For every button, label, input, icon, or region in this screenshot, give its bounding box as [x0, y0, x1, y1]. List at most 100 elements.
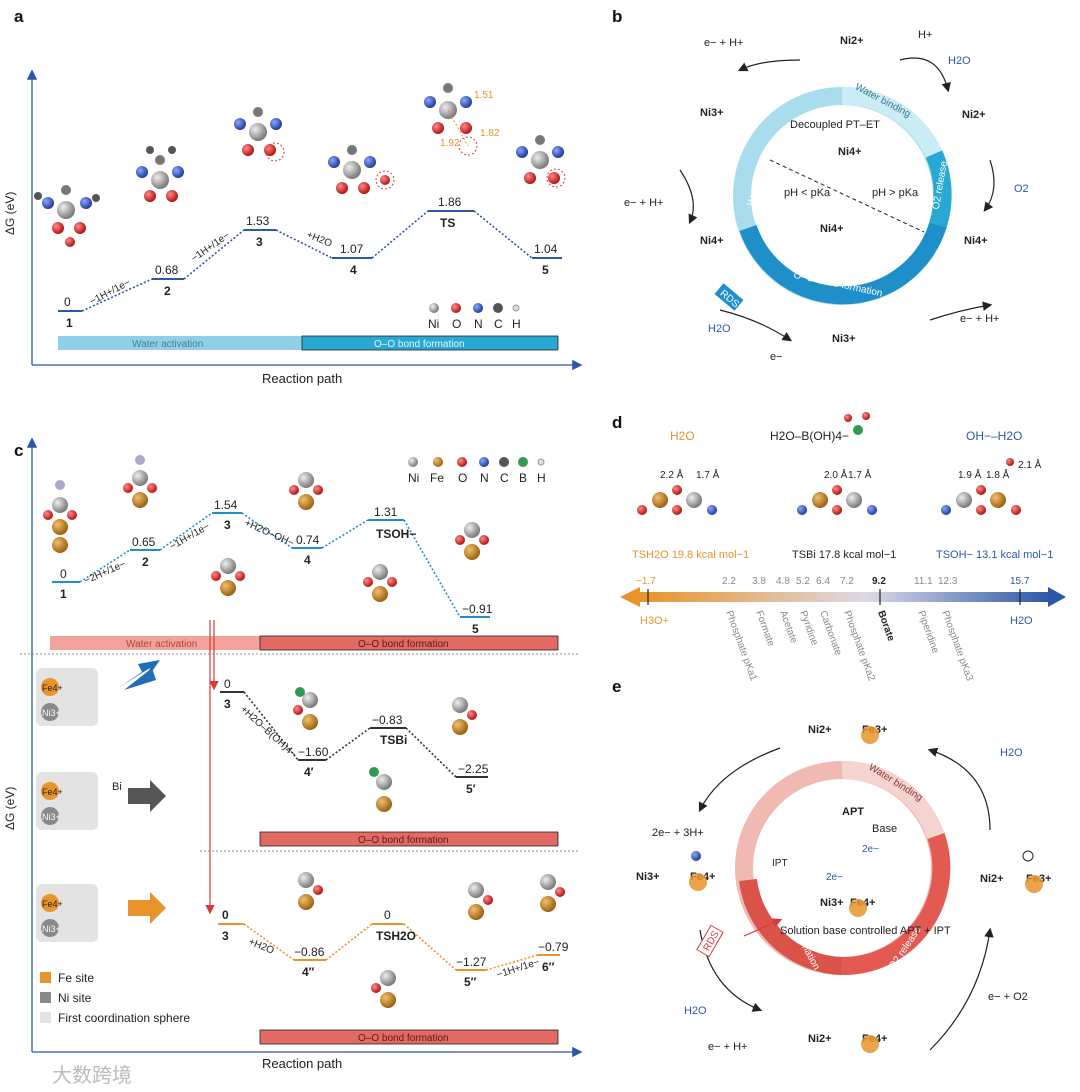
e-ion-left-ni: Ni3+: [636, 871, 660, 883]
panel-c: c ΔG (eV) Reaction path 0 1 0.65 2 1.54 …: [3, 437, 583, 1071]
pka-names: Phosphate pKa1 Formate Acetate Pyridine …: [723, 609, 975, 683]
center-title: Decoupled PT–ET: [790, 119, 880, 131]
bond-1-51: 1.51: [474, 90, 494, 101]
panel-c-y-label: ΔG (eV): [3, 787, 17, 830]
panel-a-connectors: [81, 210, 533, 312]
legend-c-b: B: [519, 471, 527, 485]
c-mid-state-5: 5′: [466, 782, 476, 796]
ion-b-top: Ni2+: [840, 35, 864, 47]
motif-2-fe: Fe4+: [42, 787, 63, 797]
e-center-caption: Solution base controlled APT + IPT: [780, 925, 951, 937]
panel-a-x-label: Reaction path: [262, 371, 342, 386]
rds-b-label: RDS: [718, 288, 741, 310]
panel-a-letter: a: [14, 7, 24, 26]
pka-val-4: 5.2: [796, 576, 810, 587]
e-species-5: e− + H+: [708, 1041, 747, 1053]
e-center-2e-2: 2e−: [826, 872, 843, 883]
species-b-8: e− + H+: [624, 197, 663, 209]
ring-e-water-binding: [841, 760, 945, 840]
value-5: 1.04: [534, 242, 558, 256]
c-mid-value-4: −1.60: [298, 745, 329, 759]
e-center-ipt: IPT: [772, 858, 788, 869]
state-ts: TS: [440, 216, 455, 230]
c-bot-state-ts: TSH2O: [376, 929, 416, 943]
pka-name-2: Acetate: [777, 609, 799, 645]
state-3: 3: [256, 235, 263, 249]
c-top-state-1: 1: [60, 587, 67, 601]
ph-divider: [769, 159, 925, 233]
c-bot-step-1: +H2O: [247, 937, 276, 957]
e-center-2e-1: 2e−: [862, 844, 879, 855]
bar-c-mid-oo-label: O–O bond formation: [358, 835, 449, 846]
value-3: 1.53: [246, 214, 270, 228]
rds-e-arrow: [743, 918, 783, 937]
bar-c-bot-oo: [259, 1029, 559, 1045]
panel-c-top-levels: [52, 512, 490, 618]
panel-d: d H2O H2O–B(OH)4− OH−–H2O 2.2 Å 1.7 Å 2.…: [612, 412, 1066, 683]
c-top-value-ts: 1.31: [374, 505, 398, 519]
c-top-state-3: 3: [224, 518, 231, 532]
pka-val-7: 9.2: [872, 576, 886, 587]
value-2: 0.68: [155, 263, 179, 277]
molecule-3: [234, 107, 285, 162]
value-4: 1.07: [340, 242, 364, 256]
ring-b-oo-formation: [739, 222, 947, 305]
key-fe-swatch: [40, 972, 51, 983]
d-barrier-h2o: TSH2O 19.8 kcal mol−1: [632, 549, 749, 561]
key-fe-label: Fe site: [58, 971, 94, 985]
e-center-base: Base: [872, 823, 897, 835]
molecules-c: [43, 455, 565, 1008]
ring-e-oo-formation: [739, 878, 843, 975]
d-header-oh: OH−–H2O: [966, 429, 1022, 443]
panel-b-letter: b: [612, 7, 622, 26]
c-mid-step: +H2O–B(OH)4−: [238, 704, 299, 760]
state-5: 5: [542, 263, 549, 277]
legend-a-n: N: [474, 317, 483, 331]
panel-c-bot-connectors: [243, 923, 539, 971]
pka-name-3: Pyridine: [797, 609, 820, 647]
c-mid-state-3: 3: [224, 697, 231, 711]
motif-3-fe: Fe4+: [42, 899, 63, 909]
key-first-sphere-label: First coordination sphere: [58, 1011, 190, 1025]
species-b-7: H2O: [708, 323, 731, 335]
d-dist-1: 2.2 Å: [660, 468, 684, 481]
molecule-5: [516, 135, 566, 188]
panel-b: b Water activation Water binding O2 rele…: [612, 7, 1029, 363]
legend-c-o: O: [458, 471, 467, 485]
bar-c-oo-formation-label: O–O bond formation: [358, 639, 449, 650]
c-bot-state-6: 6″: [542, 960, 555, 974]
species-b-3: H2O: [948, 55, 971, 67]
pka-name-6: Borate: [875, 609, 896, 643]
pka-val-3: 4.8: [776, 576, 790, 587]
ring-b-o2-release: [925, 150, 952, 228]
ring-e-o2-release: [841, 833, 951, 976]
panel-a-legend: Ni O N C H: [428, 303, 521, 331]
bond-1-92: 1.92: [440, 138, 460, 149]
d-molecules: [637, 412, 1021, 515]
bond-1-82: 1.82: [480, 128, 500, 139]
c-top-step-2: −1H+/1e−: [168, 521, 212, 553]
d-barrier-bi: TSBi 17.8 kcal mol−1: [792, 549, 896, 561]
ph-left: pH < pKa: [784, 187, 831, 199]
motif-1-fe: Fe4+: [42, 683, 63, 693]
rds-b-badge: [714, 283, 744, 311]
panel-c-mid-levels: [220, 691, 488, 778]
ion-b-bottom: Ni3+: [832, 333, 856, 345]
pka-name-7: Piperidine: [915, 609, 941, 655]
e-species-1: 2e− + 3H+: [652, 827, 704, 839]
pka-name-5: Phosphate pKa2: [841, 609, 877, 683]
panel-a: a ΔG (eV) Reaction path 0 1 0.68 2 1.53 …: [3, 7, 583, 386]
d-dist-5: 2.1 Å: [1018, 458, 1042, 471]
pka-end-left: H3O+: [640, 615, 669, 627]
key-ni-label: Ni site: [58, 991, 92, 1005]
bar-c-bot-oo-label: O–O bond formation: [358, 1033, 449, 1044]
species-b-6: e−: [770, 351, 783, 363]
species-b-4: O2: [1014, 183, 1029, 195]
key-first-sphere-swatch: [40, 1012, 51, 1023]
c-top-state-5: 5: [472, 622, 479, 636]
d-header-borate: H2O–B(OH)4−: [770, 429, 849, 443]
d-barrier-oh: TSOH− 13.1 kcal mol−1: [936, 549, 1053, 561]
pka-name-1: Formate: [753, 609, 776, 648]
e-species-3: e− + O2: [988, 991, 1028, 1003]
